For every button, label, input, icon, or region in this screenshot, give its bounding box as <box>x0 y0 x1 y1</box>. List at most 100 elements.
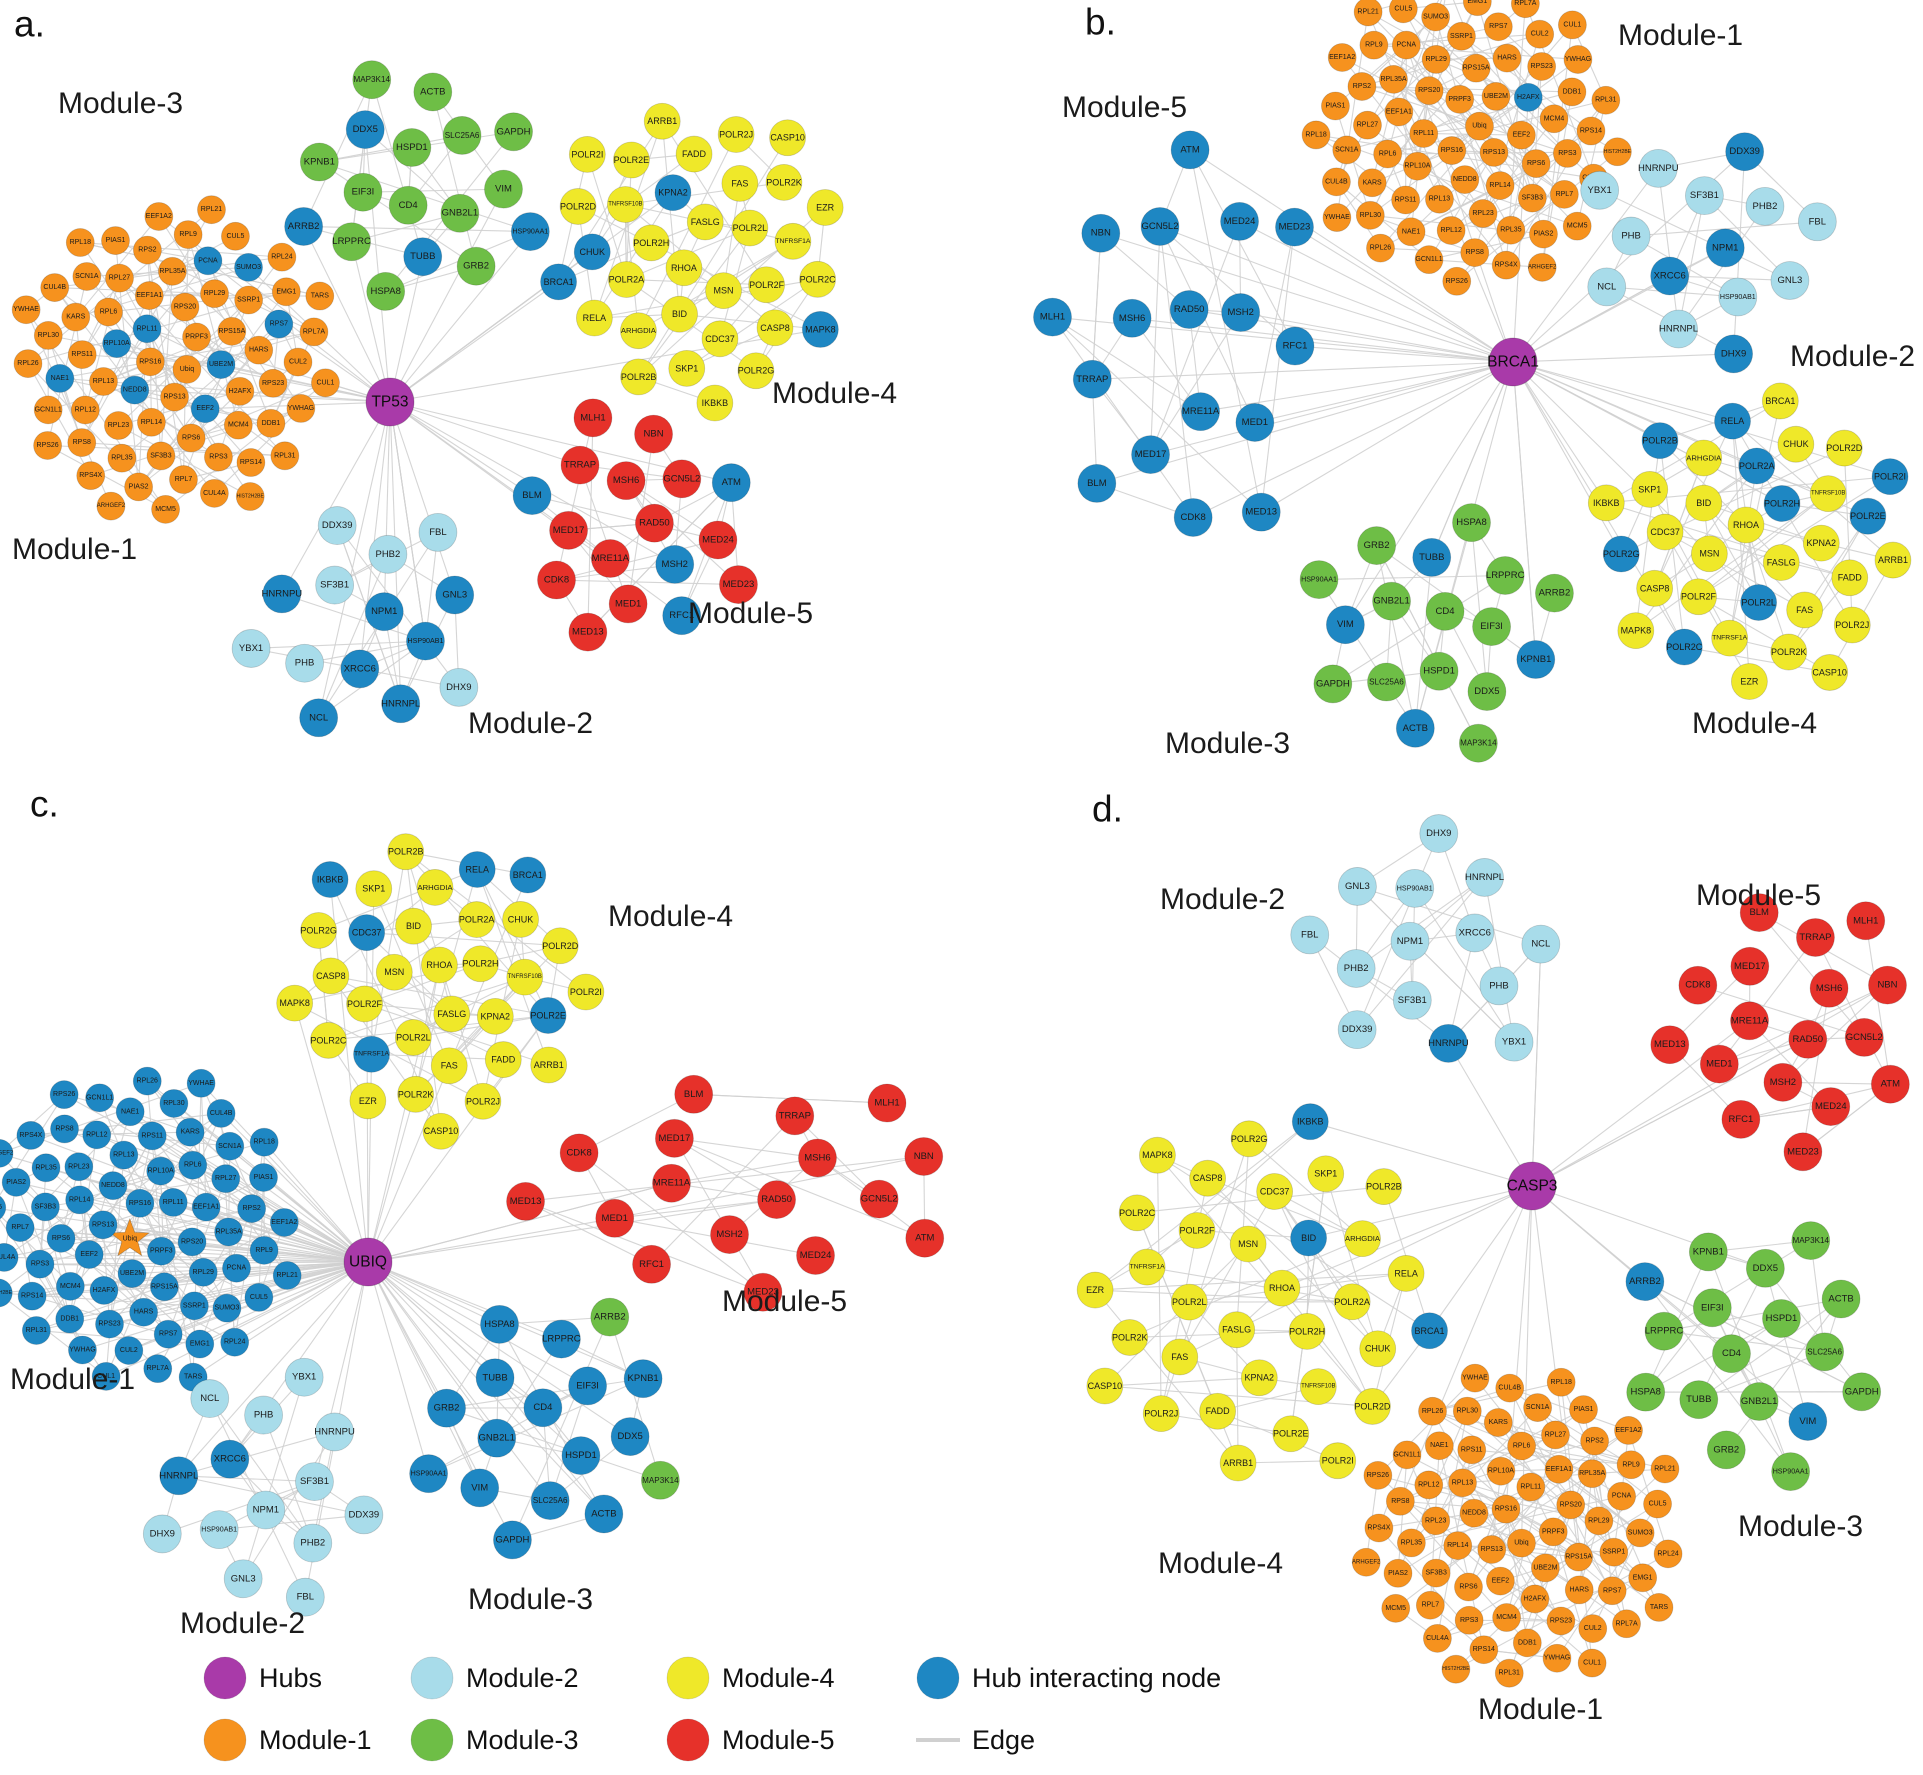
gene-label: CD4 <box>1722 1348 1741 1359</box>
gene-label: RPL9 <box>1365 42 1383 49</box>
gene-node: HSPA8 <box>366 272 406 311</box>
gene-node: RPS16 <box>1491 1494 1521 1524</box>
gene-node: SF3B3 <box>1517 183 1547 213</box>
gene-node: KPNA2 <box>654 174 692 212</box>
hub-node-CASP3: CASP3 <box>1507 1161 1557 1211</box>
gene-node: SF3B1 <box>295 1462 334 1502</box>
gene-label: RPL31 <box>1499 1670 1521 1677</box>
gene-label: TNFRSF1A <box>1130 1264 1166 1271</box>
gene-label: PIAS1 <box>106 237 126 244</box>
gene-label: RPS16 <box>1441 147 1463 154</box>
gene-node: GNL3 <box>435 575 475 615</box>
legend-label: Hubs <box>259 1663 322 1693</box>
gene-node: MRE11A <box>590 539 630 578</box>
gene-label: BID <box>1301 1233 1317 1243</box>
gene-node: CDK8 <box>1173 498 1213 537</box>
gene-node: UBE2M <box>206 350 236 379</box>
gene-node: EMG1 <box>1628 1563 1658 1593</box>
gene-label: RPL7A <box>1615 1620 1638 1627</box>
gene-label: RPS15A <box>151 1283 178 1290</box>
gene-label: HSP90AA1 <box>1301 576 1337 584</box>
gene-node: CUL4B <box>1495 1373 1525 1403</box>
gene-node: NCL <box>1587 267 1627 307</box>
legend-item: Module-2 <box>410 1656 579 1700</box>
gene-node: RPL21 <box>272 1261 302 1290</box>
gene-node: MAPK8 <box>1139 1136 1176 1174</box>
gene-label: HSPD1 <box>1423 666 1455 677</box>
gene-node: MLH1 <box>867 1083 907 1123</box>
gene-node: NAE1 <box>1424 1431 1454 1461</box>
gene-label: LRPPRC <box>332 236 371 247</box>
gene-label: MAP3K14 <box>1460 739 1497 748</box>
gene-label: CASP10 <box>1088 1381 1123 1391</box>
gene-label: POLR2J <box>1835 620 1869 630</box>
gene-label: MSN <box>1699 549 1719 559</box>
gene-label: MED17 <box>553 525 585 536</box>
gene-node: MSH6 <box>606 461 646 501</box>
gene-node: MAP3K14 <box>1791 1221 1831 1261</box>
gene-node: RAD50 <box>1788 1019 1828 1059</box>
gene-label: EZR <box>359 1096 378 1106</box>
gene-node: RPS8 <box>1460 238 1490 268</box>
gene-node: CASP10 <box>769 119 806 157</box>
gene-label: MCM5 <box>155 506 176 513</box>
gene-label: POLR2K <box>398 1089 434 1099</box>
gene-node: EEF1A2 <box>269 1208 299 1237</box>
gene-node: CUL5 <box>244 1283 274 1312</box>
gene-label: RPL7A <box>147 1365 170 1372</box>
gene-node: CDC37 <box>701 320 739 358</box>
gene-node: RPL31 <box>1591 85 1621 115</box>
gene-label: HIST2H2BE <box>237 494 265 500</box>
gene-label: DHX9 <box>150 1528 175 1539</box>
gene-label: GNB2L1 <box>1741 1396 1777 1407</box>
gene-node: HSPA8 <box>1626 1372 1666 1412</box>
gene-node: ATM <box>1170 130 1210 170</box>
gene-node: FADD <box>675 135 713 173</box>
gene-node: RPS13 <box>160 382 189 412</box>
gene-label: SF3B3 <box>1522 195 1544 202</box>
gene-node: MAP3K14 <box>640 1460 680 1500</box>
gene-label: UBE2M <box>1484 93 1508 100</box>
gene-label: RPS7 <box>1603 1587 1621 1594</box>
gene-label: RPL35 <box>35 1164 57 1171</box>
gene-label: PHB2 <box>375 549 400 560</box>
gene-label: NBN <box>1877 980 1897 991</box>
gene-label: YWHAE <box>1324 214 1350 221</box>
gene-label: CDK8 <box>566 1147 591 1158</box>
gene-node: MAPK8 <box>1617 612 1655 649</box>
gene-node: RPL9 <box>1616 1450 1646 1480</box>
gene-label: RPS14 <box>1580 128 1602 135</box>
gene-node: RPL29 <box>1421 45 1451 74</box>
gene-node: HNRNPL <box>381 684 420 724</box>
gene-node: MRE11A <box>1181 392 1220 432</box>
gene-label: RPS2 <box>1353 83 1371 90</box>
gene-node: EEF1A1 <box>1544 1454 1574 1484</box>
gene-label: RPL13 <box>1429 196 1451 203</box>
gene-label: EEF1A1 <box>193 1204 219 1211</box>
gene-label: EEF1A2 <box>1615 1427 1641 1434</box>
gene-node: PCNA <box>1391 30 1421 60</box>
legend-swatch-icon <box>666 1718 710 1762</box>
gene-label: RPL29 <box>1425 56 1447 63</box>
gene-label: RPL27 <box>109 275 131 282</box>
gene-label: ATM <box>915 1233 934 1244</box>
gene-node: EEF2 <box>74 1240 104 1269</box>
gene-node: H2AFX <box>1520 1584 1550 1614</box>
gene-label: MSH6 <box>613 475 639 486</box>
gene-label: RPS6 <box>1527 160 1545 167</box>
gene-label: RPS8 <box>55 1125 73 1132</box>
gene-label: RAD50 <box>761 1194 792 1205</box>
gene-node: POLR2H <box>1763 485 1801 522</box>
gene-label: RPL13 <box>93 378 115 385</box>
gene-node: TNFRSF1A <box>774 222 812 260</box>
gene-label: POLR2D <box>560 201 597 211</box>
module-label: Module-3 <box>1165 727 1290 760</box>
gene-label: HIST2H2BE <box>0 1290 13 1296</box>
gene-node: RPL35A <box>1577 1459 1607 1489</box>
gene-label: GCN1L1 <box>35 406 62 413</box>
gene-label: CD4 <box>399 200 418 211</box>
gene-label: MED23 <box>1279 222 1311 233</box>
gene-label: YBX1 <box>292 1372 316 1383</box>
gene-node: MED1 <box>1699 1044 1739 1084</box>
gene-label: RPL9 <box>255 1247 273 1254</box>
